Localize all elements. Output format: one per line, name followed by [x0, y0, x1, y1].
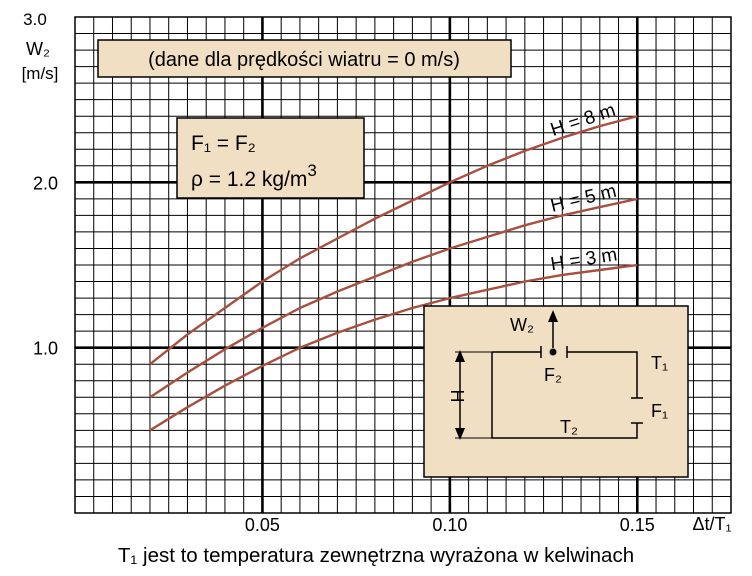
series-line-1 — [149, 197, 638, 399]
x-tick-label-1: 0.10 — [432, 515, 467, 535]
x-tick-label-2: 0.15 — [620, 515, 655, 535]
w2-arrow-head — [548, 310, 558, 322]
param-box — [176, 117, 365, 199]
caption: T₁ jest to temperatura zewnętrzna wyrażo… — [117, 544, 635, 567]
y-axis-top-tick: 3.0 — [23, 10, 47, 29]
w2-label: W₂ — [510, 315, 534, 335]
note-box — [97, 39, 512, 78]
f2-point — [549, 348, 557, 356]
series-label-2: H = 3 m — [549, 244, 618, 275]
x-axis-label: Δt/T₁ — [692, 514, 731, 534]
series-label-0: H = 8 m — [548, 100, 618, 141]
building-outline-right-top — [567, 351, 638, 398]
x-tick-label-0: 0.05 — [245, 515, 280, 535]
inset-diagram: H W₂ F₂ T₁ F₁ T₂ — [423, 305, 689, 478]
t2-label: T₂ — [560, 417, 578, 437]
t1-label: T₁ — [651, 353, 668, 373]
h-arrow-top — [455, 350, 465, 362]
y-tick-label-1: 2.0 — [33, 173, 58, 193]
f1-label: F₁ — [651, 401, 668, 421]
series-line-0 — [149, 115, 638, 366]
y-tick-label-0: 1.0 — [33, 339, 58, 359]
series-line-2 — [149, 263, 638, 432]
tick-labels: 0.05 0.10 0.15 1.0 2.0 — [33, 173, 655, 535]
y-axis-unit: [m/s] — [22, 64, 59, 83]
param-line-1: F₁ = F₂ — [191, 132, 256, 155]
building-outline-left-bottom — [491, 352, 638, 439]
param-line-2-sup: 3 — [307, 161, 316, 180]
f2-label: F₂ — [544, 365, 562, 385]
y-axis-label: W₂ — [26, 39, 50, 59]
param-line-2: ρ = 1.2 kg/m3 — [191, 161, 317, 191]
param-line-2-main: ρ = 1.2 kg/m — [191, 168, 307, 191]
h-arrow-bottom — [455, 428, 465, 440]
inset-box — [423, 305, 689, 478]
plot-frame — [74, 16, 732, 514]
note-text: (dane dla prędkości wiatru = 0 m/s) — [148, 49, 460, 71]
h-label: H — [447, 390, 467, 403]
